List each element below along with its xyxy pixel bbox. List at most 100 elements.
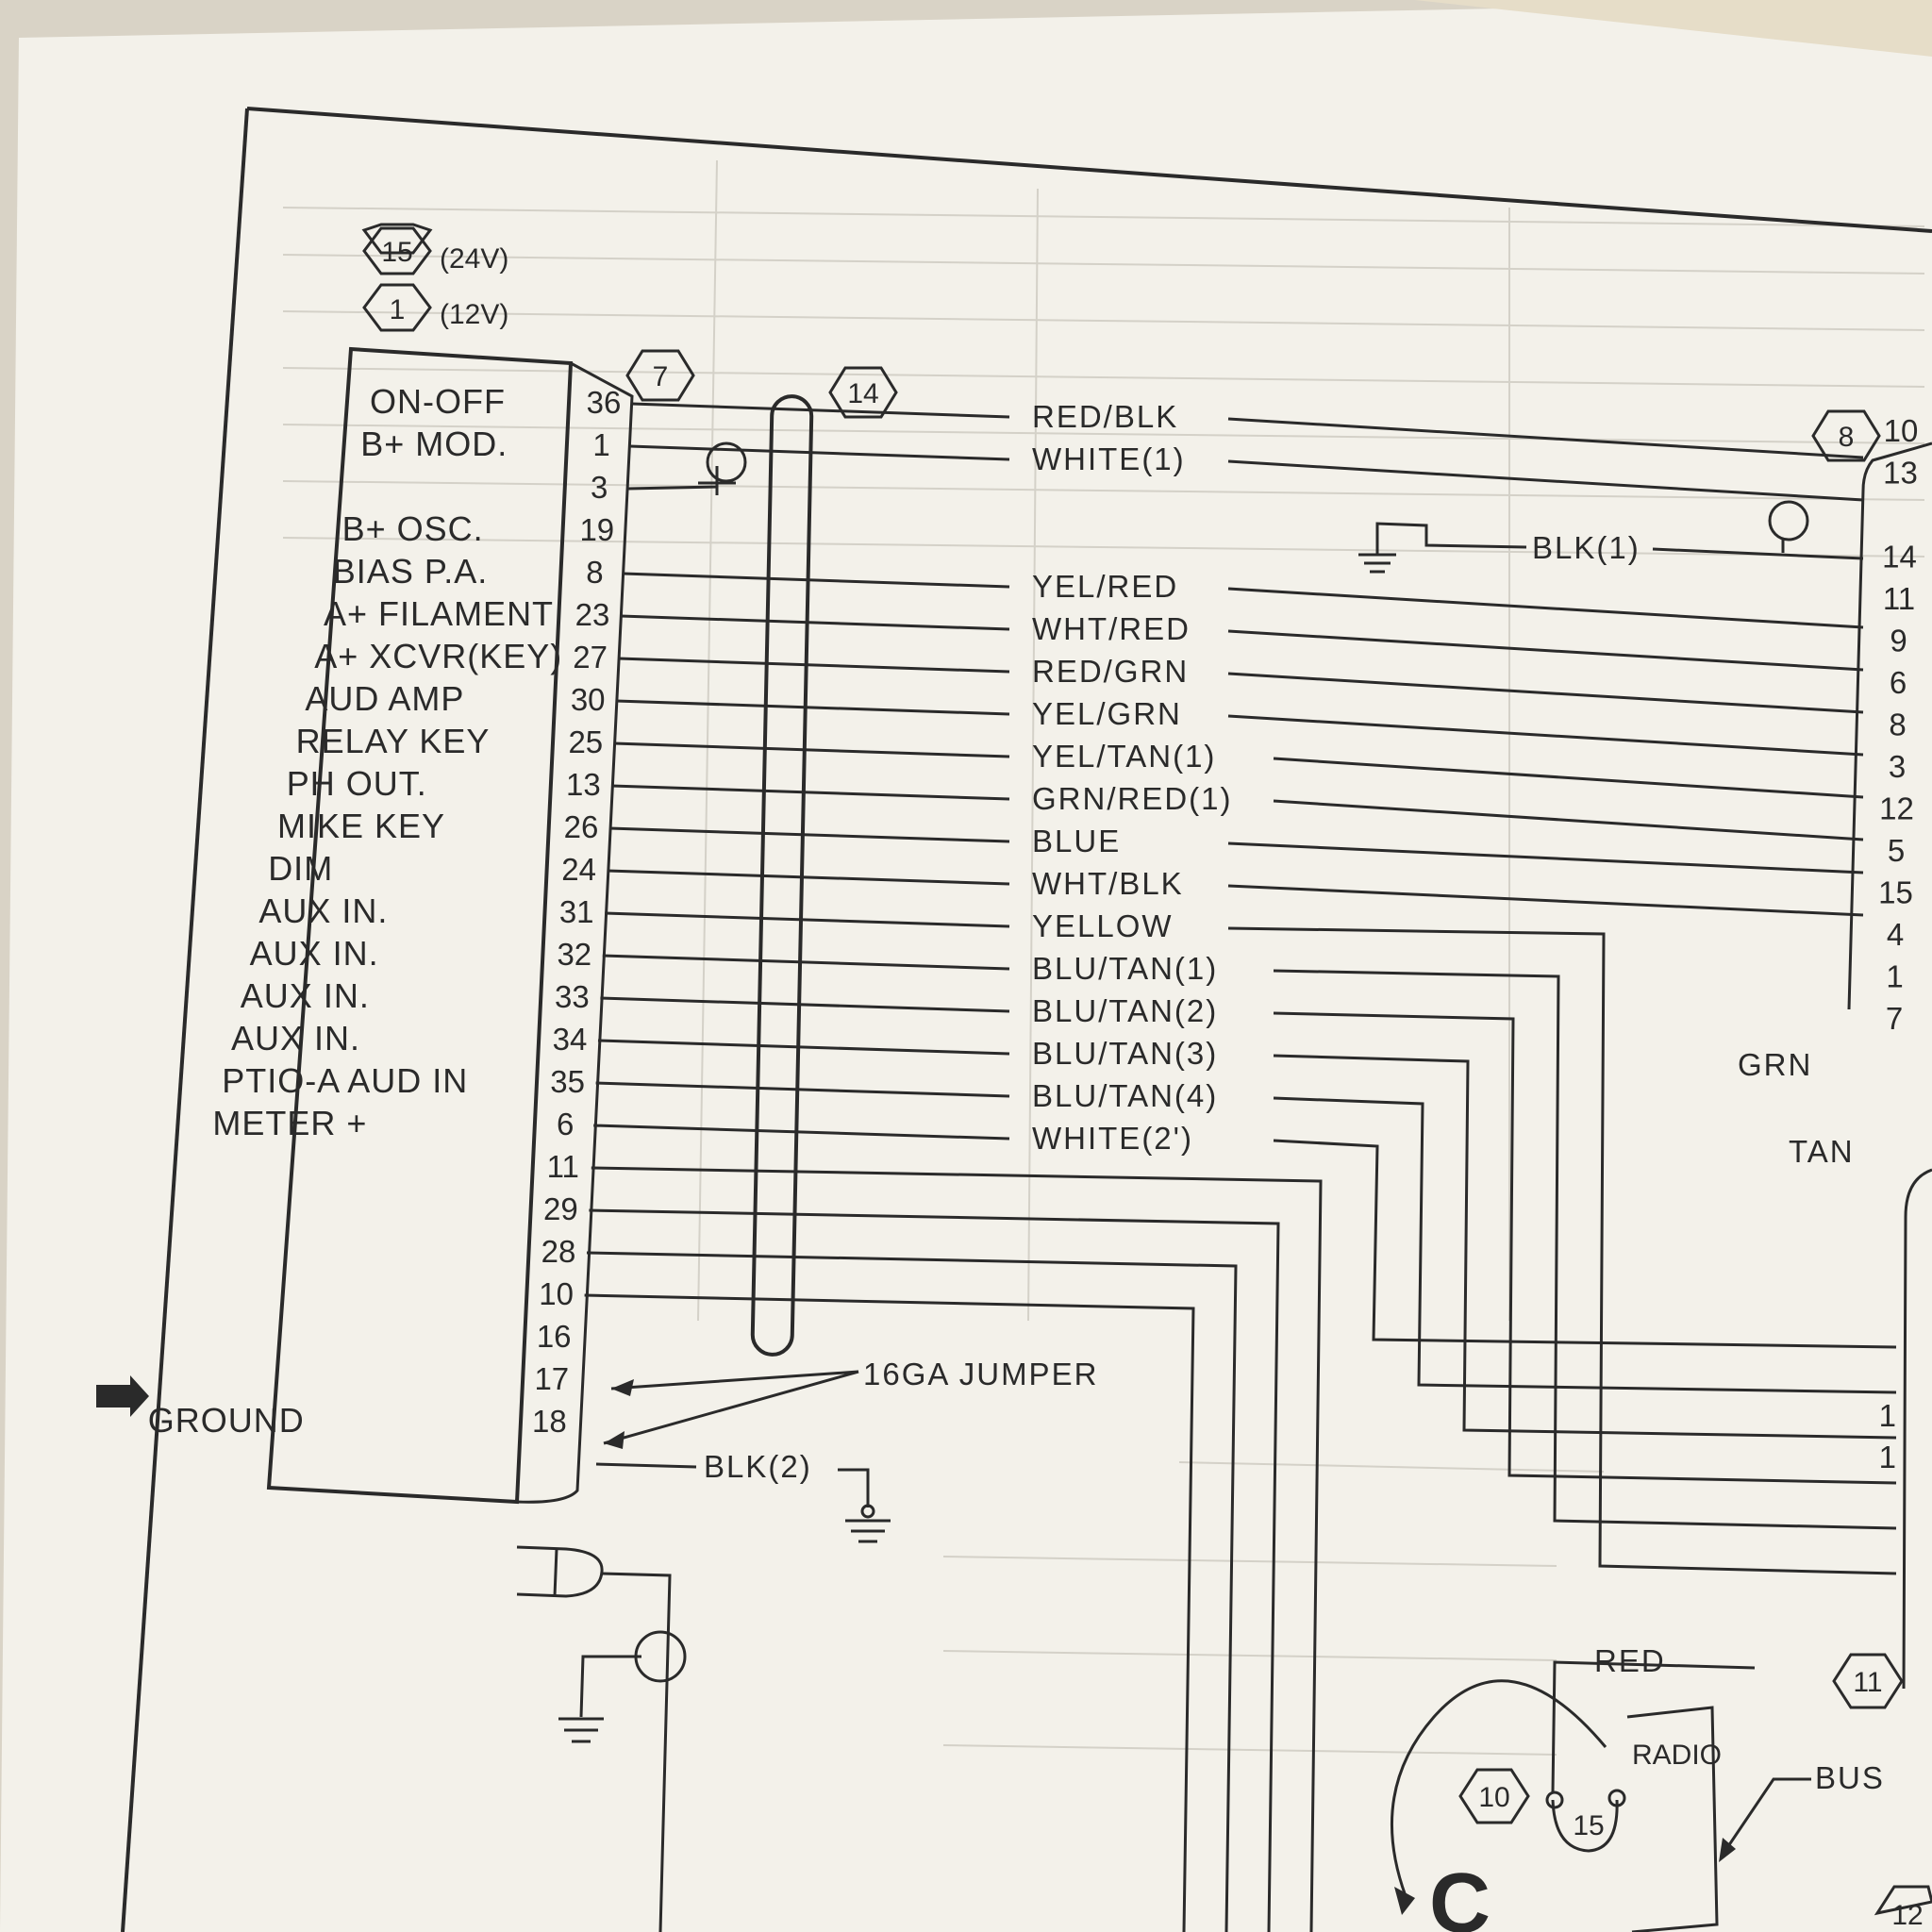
voltage-text-12v: (12V) (440, 299, 508, 330)
right-pin-number: 12 (1879, 791, 1914, 826)
pin-function-label: B+ OSC. (342, 509, 484, 548)
right-pin-number: 10 (1884, 413, 1919, 448)
pin-number: 6 (557, 1107, 574, 1141)
pin-function-label: B+ MOD. (360, 425, 508, 463)
wire-run (1273, 1139, 1897, 1349)
lower-plug (516, 1545, 687, 1932)
pin-function-label: GROUND (148, 1401, 305, 1440)
connector-tag-11-text: 11 (1853, 1667, 1882, 1698)
voltage-note-24v: 15 (24V) (361, 223, 508, 275)
wire-color-label: BLUE (1032, 824, 1121, 858)
wire (613, 741, 1010, 758)
pin-number: 36 (587, 385, 622, 420)
pin-function-label: AUX IN. (231, 1019, 360, 1058)
wire-color-label: BLU/TAN(3) (1032, 1036, 1218, 1071)
wire-run (586, 1251, 1238, 1932)
wire (602, 954, 1010, 971)
pin-function-label: A+ FILAMENT (324, 594, 554, 633)
blk1-ground: BLK(1) (1358, 522, 1864, 574)
pin-function-label: BIAS P.A. (333, 552, 488, 591)
jumper-ground: 16GA JUMPER BLK(2) (595, 1357, 1096, 1543)
wire-run (589, 1208, 1280, 1932)
grn-label: GRN (1738, 1047, 1812, 1082)
right-pin-number: 3 (1889, 749, 1906, 784)
shield-icon-right (1768, 500, 1809, 553)
pin-number: 10 (539, 1276, 574, 1311)
pin-number: 35 (550, 1064, 585, 1099)
wire-run (1273, 1011, 1897, 1485)
radio-section: RED RADIO C 10 15 BUS 11 12 (1391, 1643, 1932, 1932)
wire (608, 826, 1010, 843)
right-pin-number: 5 (1888, 833, 1905, 868)
wire-run (1273, 757, 1864, 799)
pin-function-label: PTIO-A AUD IN (222, 1061, 468, 1100)
right-pin-1b: 1 (1879, 1440, 1896, 1474)
voltage-text-24v: (24V) (440, 243, 508, 275)
pin-number: 13 (566, 767, 601, 802)
blk2-label: BLK(2) (704, 1449, 812, 1484)
wire (618, 657, 1010, 674)
wire-color-label: BLU/TAN(2) (1032, 993, 1218, 1028)
pin-number: 27 (573, 640, 608, 675)
wire-color-label: WHT/BLK (1032, 866, 1184, 901)
right-pin-number: 6 (1890, 665, 1907, 700)
wire-run (1227, 629, 1864, 672)
wire (600, 996, 1010, 1013)
bus-label: BUS (1815, 1760, 1885, 1795)
wire (597, 1039, 1010, 1056)
faint-table (282, 159, 1925, 1756)
frame-left (121, 108, 249, 1932)
wire-run (1227, 672, 1864, 714)
pin-number: 26 (564, 809, 599, 844)
c-letter: C (1429, 1857, 1491, 1932)
wire (631, 402, 1010, 419)
pin-number: 30 (571, 682, 606, 717)
right-connector-outline (1847, 441, 1932, 1010)
connector-pin-strip (516, 361, 634, 1504)
connector-tag-7 (625, 349, 695, 402)
wire-color-label: RED/BLK (1032, 399, 1178, 434)
right-pin-number: 7 (1886, 1001, 1903, 1036)
pin-function-label: ON-OFF (370, 382, 506, 421)
wire-color-label: YEL/TAN(1) (1032, 739, 1216, 774)
pin-function-label: METER + (212, 1104, 367, 1142)
pin-row: PTIO-A AUD IN 35 BLU/TAN(4) (222, 1061, 1897, 1394)
wire-run (1273, 969, 1897, 1530)
wire-run (1227, 841, 1864, 874)
pin-number: 8 (586, 555, 603, 590)
wire-color-label: YELLOW (1032, 908, 1174, 943)
shield-icon (698, 441, 747, 495)
connector-tag-10-text: 10 (1478, 1782, 1509, 1813)
right-pin-number: 11 (1883, 581, 1915, 616)
pin-function-label: PH OUT. (287, 764, 427, 803)
pin-number: 1 (592, 427, 609, 462)
wire (593, 1124, 1010, 1141)
radio-label: RADIO (1632, 1740, 1722, 1771)
marker-arrow-icon (96, 1375, 149, 1417)
wire-run (591, 1166, 1323, 1932)
wire (595, 1081, 1010, 1098)
pin-number: 16 (537, 1319, 572, 1354)
pin-number: 28 (541, 1234, 576, 1269)
right-pin-number: 1 (1886, 959, 1903, 994)
wire-run (1227, 884, 1864, 917)
wire (605, 911, 1010, 928)
pin-row: 29 (543, 1191, 1280, 1932)
pin-row: 16 (537, 1319, 572, 1354)
tan-label: TAN (1789, 1134, 1855, 1169)
connector-tag-8-text: 8 (1839, 422, 1855, 453)
pin-function-label: MIKE KEY (277, 807, 445, 845)
pin-row: 17 (534, 1361, 569, 1396)
wire-color-label: WHT/RED (1032, 611, 1191, 646)
connector-tag-15-text: 15 (1573, 1810, 1604, 1841)
wire-color-label: BLU/TAN(4) (1032, 1078, 1218, 1113)
pin-function-label: AUX IN. (241, 976, 370, 1015)
